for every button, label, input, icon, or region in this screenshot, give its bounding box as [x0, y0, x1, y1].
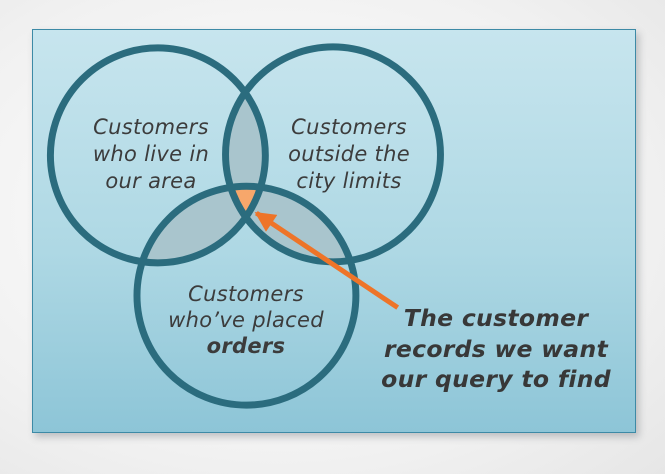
circle-right-label-line: city limits [296, 169, 402, 193]
venn-diagram [46, 43, 444, 409]
circle-right-label-line: outside the [288, 142, 410, 166]
circle-left-label-line: who live in [92, 142, 210, 166]
circle-right-label: Customers outside the city limits [261, 114, 437, 195]
callout-text-line: our query to find [381, 365, 611, 393]
callout-text: The customer records we want our query t… [376, 303, 616, 395]
circle-left-label: Customers who live in our area [63, 114, 239, 195]
callout-text-line: records we want [383, 334, 609, 363]
circle-bottom-label: Customers who’ve placed orders [151, 281, 341, 359]
circle-left-label-line: Customers [93, 115, 209, 139]
overlap-left-bottom [136, 186, 266, 263]
circle-bottom-label-line: Customers [188, 282, 304, 306]
slide: Customers who live in our area Customers… [32, 29, 636, 433]
circle-right-label-line: Customers [291, 115, 407, 139]
circle-left-label-line: our area [105, 169, 197, 193]
circle-bottom-label-line: who’ve placed [168, 308, 324, 332]
circle-bottom-label-line: orders [206, 334, 286, 358]
circle-bottom [133, 182, 360, 409]
circle-left [46, 44, 269, 267]
callout-text-line: The customer [403, 304, 589, 332]
callout-arrow [254, 211, 400, 310]
